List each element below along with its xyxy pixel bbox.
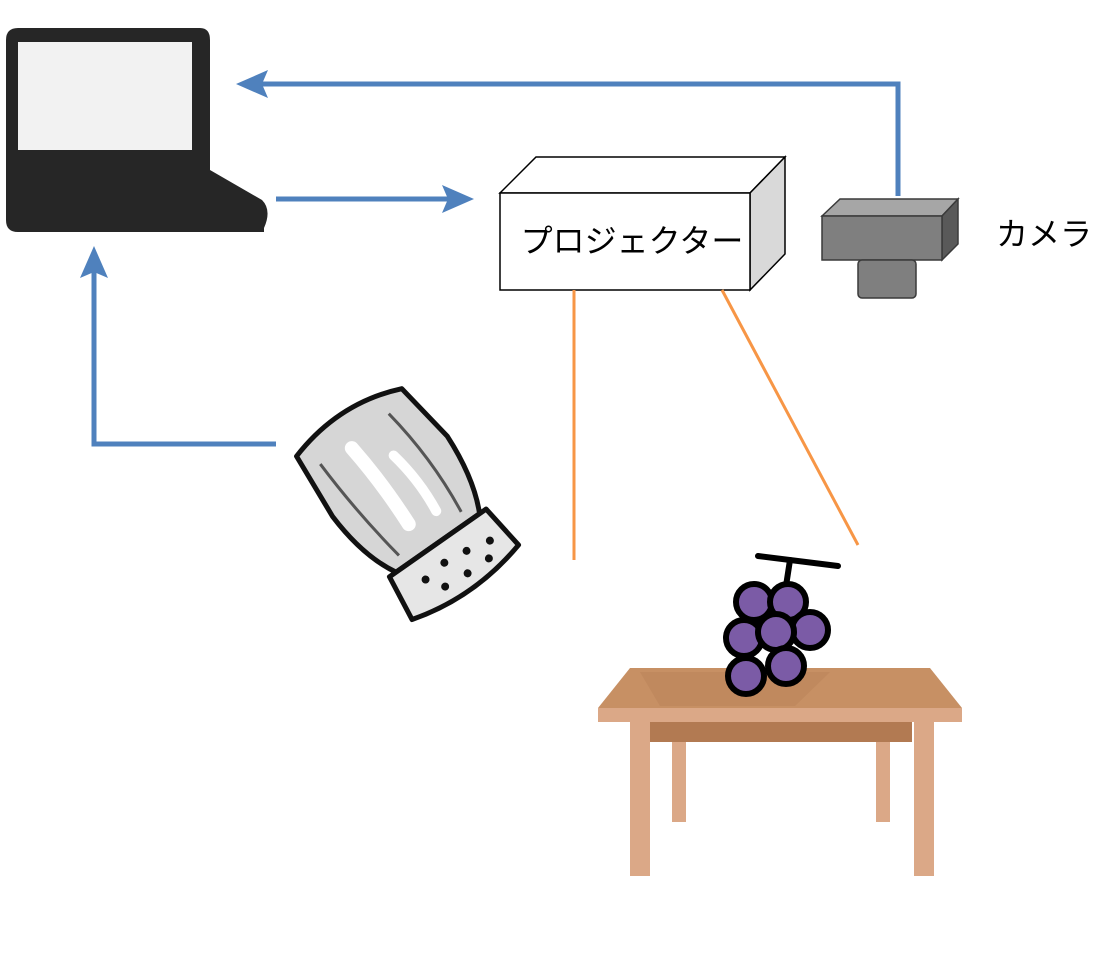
- table-icon: [598, 668, 962, 876]
- camera-to-laptop-arrow: [236, 70, 901, 196]
- camera-icon: [820, 197, 960, 299]
- camera-label: カメラ: [996, 215, 1092, 253]
- salt-shaker-icon: [294, 386, 522, 623]
- projector-box: プロジェクター: [498, 155, 787, 292]
- laptop-icon: [6, 28, 268, 232]
- grapes-icon: [723, 553, 841, 697]
- projection-lines: [572, 289, 860, 560]
- projector-label: プロジェクター: [521, 222, 744, 260]
- sensor-to-laptop-arrow: [80, 246, 276, 447]
- laptop-to-projector-arrow: [276, 185, 474, 213]
